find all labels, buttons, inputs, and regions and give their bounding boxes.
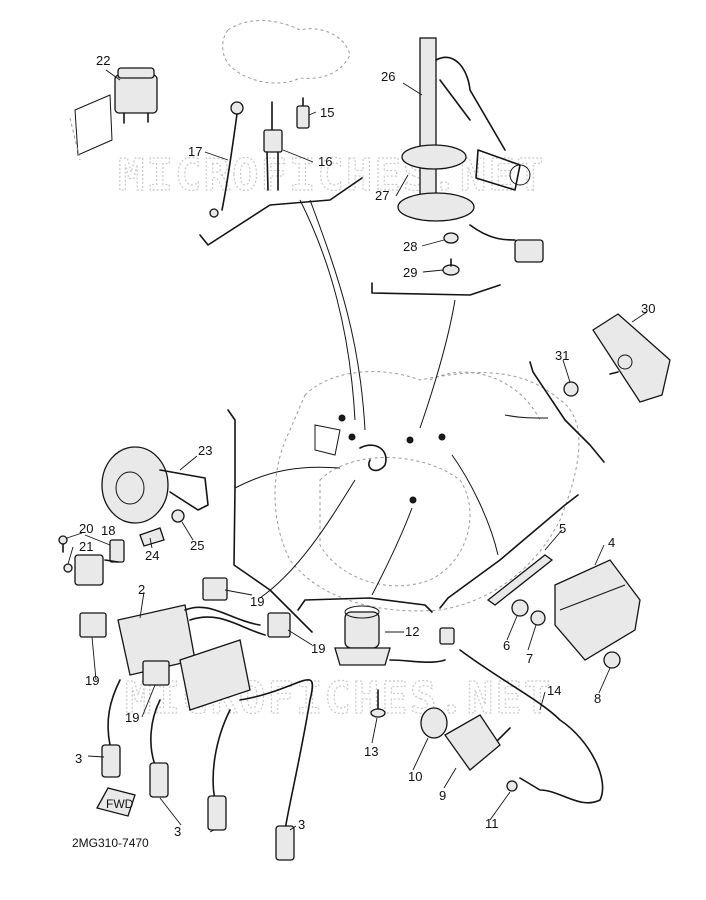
switch-18-21 (58, 535, 125, 586)
relay-part-22 (69, 67, 158, 161)
bracket-sensors (199, 177, 363, 246)
callout-7: 7 (526, 651, 533, 666)
oil-switch-12-13 (334, 605, 455, 718)
bracket-oil-switch (297, 597, 433, 613)
callout-23: 23 (198, 443, 212, 458)
callout-13: 13 (364, 744, 378, 759)
arrow-ignition (259, 479, 356, 599)
callout-28: 28 (403, 239, 417, 254)
callout-22: 22 (96, 53, 110, 68)
watermark-top: MICROFICHES.NET (118, 150, 545, 201)
callout-31: 31 (555, 348, 569, 363)
callout-2: 2 (138, 582, 145, 597)
plug-leads-3 (101, 679, 314, 861)
callout-24: 24 (145, 548, 159, 563)
callout-leaders (66, 69, 648, 833)
arrow-relay (504, 414, 549, 419)
arrow-cdi (451, 454, 499, 556)
callout-8: 8 (594, 691, 601, 706)
callout-21: 21 (79, 539, 93, 554)
callout-14: 14 (547, 683, 561, 698)
bracket-ignition (227, 409, 313, 633)
callout-27: 27 (375, 188, 389, 203)
callout-12: 12 (405, 624, 419, 639)
callout-26: 26 (381, 69, 395, 84)
drawing-code: 2MG310-7470 (72, 836, 149, 850)
callout-10: 10 (408, 769, 422, 784)
callout-17: 17 (188, 144, 202, 159)
callout-19-left: 19 (85, 673, 99, 688)
fuel-sender-26-29 (397, 37, 544, 276)
fwd-label: FWD (106, 797, 134, 811)
ignition-coils-2 (79, 577, 291, 711)
arrow-sensors (299, 199, 356, 421)
flasher-30-31 (563, 313, 671, 403)
arrow-fuel-sender (419, 299, 456, 429)
fwd-arrow: FWD (96, 787, 136, 817)
callout-9: 9 (439, 788, 446, 803)
bracket-relay (529, 361, 605, 463)
callout-19-mid: 19 (125, 710, 139, 725)
arrow-oil-switch (371, 507, 413, 596)
callout-15: 15 (320, 105, 334, 120)
arrow-horn (234, 466, 341, 489)
callout-25: 25 (190, 538, 204, 553)
callout-5: 5 (559, 521, 566, 536)
horn-23-25 (101, 446, 209, 547)
callout-11: 11 (485, 816, 499, 831)
callout-20: 20 (79, 521, 93, 536)
callout-3-right: 3 (298, 817, 305, 832)
sensor-cluster-15-16-17 (209, 20, 351, 218)
frame-outline-ghost (274, 371, 580, 612)
callout-19-right: 19 (311, 641, 325, 656)
callout-18: 18 (101, 523, 115, 538)
cdi-unit-4-11 (420, 554, 641, 804)
frame-mount-points (314, 414, 446, 504)
callout-4: 4 (608, 535, 615, 550)
callout-19-top: 19 (250, 594, 264, 609)
callout-6: 6 (503, 638, 510, 653)
callout-29: 29 (403, 265, 417, 280)
callout-3-bottom: 3 (174, 824, 181, 839)
callout-16: 16 (318, 154, 332, 169)
callout-30: 30 (641, 301, 655, 316)
callout-3-left: 3 (75, 751, 82, 766)
bracket-cdi (439, 494, 579, 609)
bracket-fuel-sender (371, 282, 501, 296)
